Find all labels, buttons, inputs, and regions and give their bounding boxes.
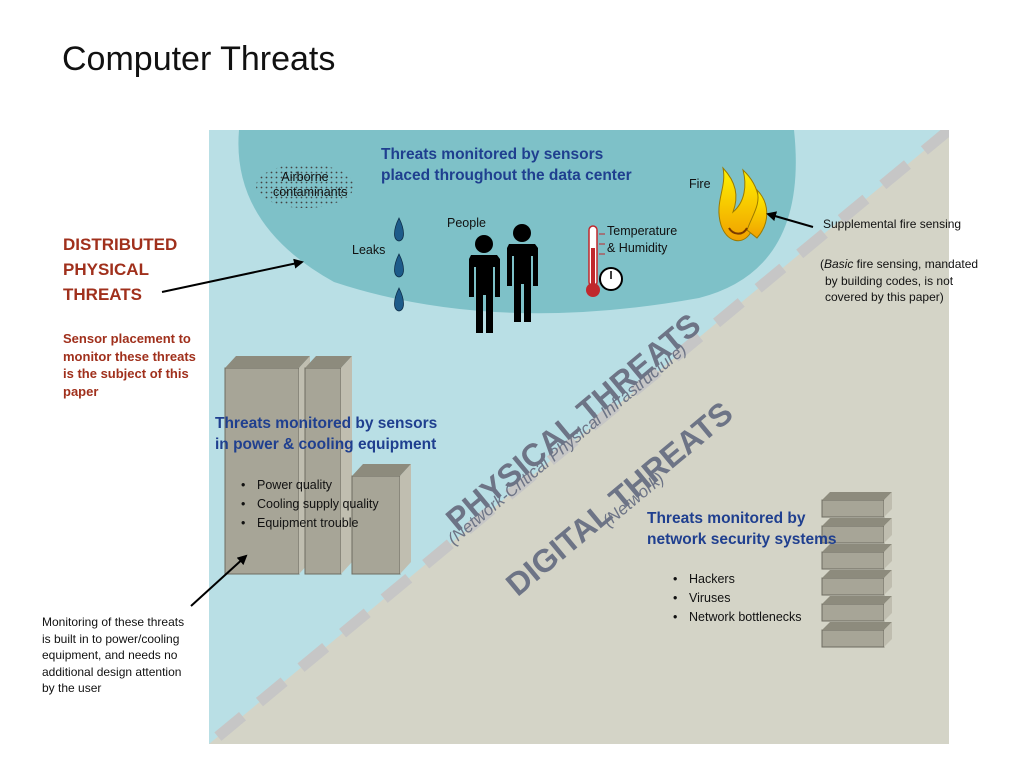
distributed-threats-subtext: Sensor placement to monitor these threat… (63, 331, 196, 399)
airborne-contaminants-cloud (256, 164, 354, 208)
fire-icon (718, 166, 768, 242)
power-cooling-equipment (224, 356, 411, 575)
list-item: Viruses (671, 589, 802, 608)
network-list: Hackers Viruses Network bottlenecks (671, 570, 802, 627)
fire-label: Fire (689, 177, 711, 191)
airborne-label: Airborne contaminants (273, 170, 348, 199)
list-item: Power quality (239, 476, 379, 495)
supplemental-fire-heading: Supplemental fire sensing (823, 217, 962, 231)
list-item: Equipment trouble (239, 514, 379, 533)
list-item: Cooling supply quality (239, 495, 379, 514)
basic-fire-note: (Basic fire sensing, mandated by buildin… (820, 257, 979, 304)
network-heading: Threats monitored by network security sy… (647, 510, 837, 548)
people-label: People (447, 216, 486, 230)
leaks-label: Leaks (352, 243, 386, 257)
slide-title: Computer Threats (62, 40, 336, 78)
humidity-gauge-icon (599, 267, 623, 291)
thermometer-icon (586, 225, 605, 297)
distributed-threats-heading: DISTRIBUTED PHYSICAL THREATS (63, 235, 178, 304)
list-item: Network bottlenecks (671, 608, 802, 627)
sensor-oval (238, 130, 796, 314)
list-item: Hackers (671, 570, 802, 589)
people-icon (469, 224, 538, 333)
network-server-stack (821, 492, 892, 648)
sensor-zone-heading: Threats monitored by sensors placed thro… (381, 146, 632, 184)
power-cooling-list: Power quality Cooling supply quality Equ… (239, 476, 379, 533)
leak-drops-icon (394, 217, 404, 312)
temperature-label: Temperature & Humidity (607, 224, 678, 255)
power-cooling-heading: Threats monitored by sensors in power & … (215, 415, 438, 453)
threat-diagram: Threats monitored by sensors placed thro… (209, 130, 949, 744)
builtin-monitoring-note: Monitoring of these threats is built in … (42, 615, 185, 695)
